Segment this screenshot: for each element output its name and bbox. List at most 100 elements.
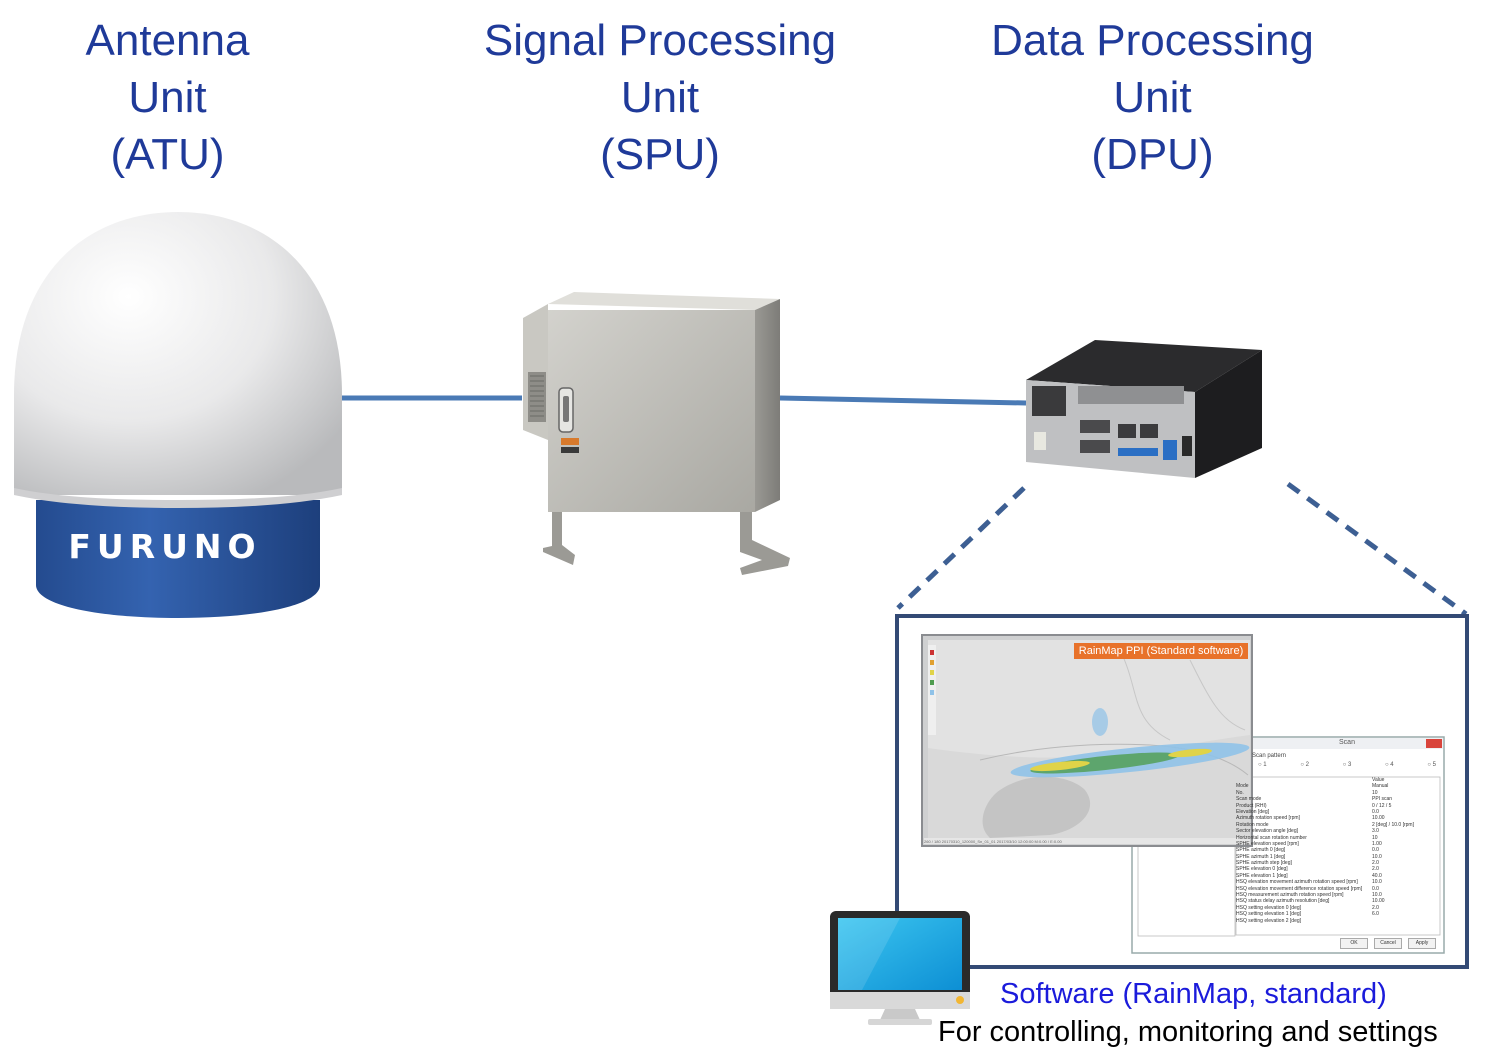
scan-table-row[interactable]: Product (RHI)0 / 12 / 5 <box>1236 803 1438 809</box>
scan-param-value: Manual <box>1372 783 1389 790</box>
atu-title-line-1: Antenna <box>85 16 250 65</box>
atu-title-line-2: Unit <box>128 73 207 122</box>
scan-param-name: Scan mode <box>1236 796 1262 803</box>
spu-title-line-1: Signal Processing <box>483 16 837 65</box>
scan-pattern-radio[interactable]: ○ 4 <box>1384 762 1394 768</box>
scan-param-name: Horizontal scan rotation number <box>1236 834 1307 841</box>
scan-param-name: SPHE elevation 0 [deg] <box>1236 866 1288 873</box>
scan-pattern-radios: ○ 1 ○ 2 ○ 3 ○ 4 ○ 5 <box>1258 762 1436 768</box>
scan-table-row[interactable]: SPHE azimuth step [deg] 2.0 <box>1236 860 1438 866</box>
scan-param-value: 0 / 12 / 5 <box>1372 802 1392 809</box>
scan-table-row[interactable]: HSQ setting elevation 2 [deg] <box>1236 918 1438 924</box>
atu-title-line-3: (ATU) <box>110 130 225 179</box>
scan-table-row[interactable]: HSQ setting elevation 0 [deg] 2.0 <box>1236 905 1438 911</box>
scan-param-name: Mode <box>1236 783 1249 790</box>
scan-param-value: 10 <box>1372 789 1378 796</box>
scan-param-value: 10.0 <box>1372 853 1382 860</box>
scan-table-row[interactable]: SPHE elevation speed [rpm] 1.00 <box>1236 841 1438 847</box>
cancel-button[interactable]: Cancel <box>1374 938 1402 949</box>
scan-param-value: 2.0 <box>1372 860 1379 867</box>
scan-close-button[interactable] <box>1426 739 1442 748</box>
scan-table-row[interactable]: SPHE elevation 1 [deg]40.0 <box>1236 873 1438 879</box>
ok-button[interactable]: OK <box>1340 938 1368 949</box>
scan-param-value: 0.0 <box>1372 808 1379 815</box>
scan-pattern-radio[interactable]: ○ 3 <box>1342 762 1352 768</box>
scan-param-value: 10 <box>1372 834 1378 841</box>
scan-table-row[interactable]: HSQ elevation movement difference rotati… <box>1236 886 1438 892</box>
signal-processing-cabinet-icon <box>523 292 790 575</box>
scan-param-name: No. <box>1236 789 1244 796</box>
scan-param-value: PPI scan <box>1372 796 1393 803</box>
rainmap-window-title: RainMap PPI (Standard software) <box>1074 643 1248 659</box>
dpu-title: Data Processing Unit (DPU) <box>945 12 1360 183</box>
scan-param-name: Rotation mode <box>1236 821 1269 828</box>
scan-param-name: Sector elevation angle [deg] <box>1236 828 1298 835</box>
spu-title: Signal Processing Unit (SPU) <box>445 12 875 183</box>
scan-param-name: HSQ setting elevation 2 [deg] <box>1236 917 1302 924</box>
dpu-title-line-1: Data Processing <box>991 16 1314 65</box>
spu-title-line-3: (SPU) <box>600 130 720 179</box>
scan-pattern-radio[interactable]: ○ 5 <box>1427 762 1436 768</box>
scan-param-name: HSQ status delay azimuth resolution [deg… <box>1236 898 1330 905</box>
scan-table-row[interactable]: HSQ elevation movement azimuth rotation … <box>1236 879 1438 885</box>
dpu-title-line-2: Unit <box>1113 73 1192 122</box>
scan-table-row[interactable]: Horizontal scan rotation number 10 <box>1236 835 1438 841</box>
atu-title: Antenna Unit (ATU) <box>40 12 295 183</box>
scan-param-value: 1.00 <box>1372 840 1382 847</box>
rainmap-ppi-window <box>921 634 1253 847</box>
scan-table-row[interactable]: SPHE azimuth 1 [deg] 10.0 <box>1236 854 1438 860</box>
scan-table-row[interactable]: No. 10 <box>1236 790 1438 796</box>
apply-button[interactable]: Apply <box>1408 938 1436 949</box>
spu-dpu-link <box>779 395 1027 406</box>
dpu-title-line-3: (DPU) <box>1091 130 1214 179</box>
scan-param-name: HSQ elevation movement difference rotati… <box>1236 885 1363 892</box>
scan-table-row[interactable]: HSQ measurement azimuth rotation speed [… <box>1236 892 1438 898</box>
scan-buttons: OK Cancel Apply <box>1340 938 1436 949</box>
zoom-dashed-line-left <box>896 486 1026 610</box>
scan-pattern-radio[interactable]: ○ 2 <box>1300 762 1309 768</box>
zoom-dashed-line-right <box>1286 481 1468 617</box>
scan-param-value: 2.0 <box>1372 904 1379 911</box>
spu-title-line-2: Unit <box>620 73 700 122</box>
scan-table-row[interactable]: SPHE azimuth 0 [deg] 0.0 <box>1236 847 1438 853</box>
scan-param-value: 0.0 <box>1372 847 1379 854</box>
scan-param-value: 10.00 <box>1372 815 1385 822</box>
scan-table-header: Value <box>1236 777 1438 783</box>
scan-param-value: 2.0 <box>1372 866 1379 873</box>
software-description: For controlling, monitoring and settings <box>938 1016 1438 1048</box>
scan-table-row[interactable]: SPHE elevation 0 [deg] 2.0 <box>1236 866 1438 872</box>
scan-param-value: 0.0 <box>1372 885 1379 892</box>
scan-col-value: Value <box>1372 777 1385 783</box>
scan-table-row[interactable]: HSQ setting elevation 1 [deg] 6.0 <box>1236 911 1438 917</box>
scan-param-name: HSQ measurement azimuth rotation speed [… <box>1236 892 1344 899</box>
scan-param-name: HSQ setting elevation 0 [deg] <box>1236 904 1302 911</box>
scan-pattern-radio[interactable]: ○ 1 <box>1258 762 1267 768</box>
scan-param-name: SPHE azimuth 1 [deg] <box>1236 853 1286 860</box>
antenna-radome-icon <box>14 212 342 618</box>
scan-param-name: Azimuth rotation speed [rpm] <box>1236 815 1300 822</box>
scan-table-row[interactable]: Azimuth rotation speed [rpm] 10.00 <box>1236 815 1438 821</box>
scan-table-row[interactable]: Elevation [deg]0.0 <box>1236 809 1438 815</box>
scan-param-value: 40.0 <box>1372 872 1382 879</box>
scan-param-value: 3.0 <box>1372 828 1379 835</box>
data-processing-pc-icon <box>1026 340 1262 478</box>
rainmap-status-bar: 260 / 180 20170310_120000_Sn_01_01 2017/… <box>924 839 1062 844</box>
scan-param-name: SPHE azimuth step [deg] <box>1236 860 1292 867</box>
scan-table-row[interactable]: HSQ status delay azimuth resolution [deg… <box>1236 898 1438 904</box>
software-caption: Software (RainMap, standard) <box>1000 978 1387 1010</box>
scan-param-value: 10.00 <box>1372 898 1385 905</box>
scan-param-name: SPHE azimuth 0 [deg] <box>1236 847 1286 854</box>
scan-table-row[interactable]: Mode Manual <box>1236 783 1438 789</box>
scan-param-name: SPHE elevation speed [rpm] <box>1236 840 1299 847</box>
scan-param-value: 10.0 <box>1372 879 1382 886</box>
scan-param-value: 6.0 <box>1372 911 1379 918</box>
monitor-icon <box>830 911 970 1025</box>
scan-table-row[interactable]: Sector elevation angle [deg] 3.0 <box>1236 828 1438 834</box>
scan-param-value: 10.0 <box>1372 892 1382 899</box>
scan-pattern-label: Scan pattern <box>1252 753 1287 759</box>
scan-param-name: HSQ setting elevation 1 [deg] <box>1236 911 1302 918</box>
scan-table-row[interactable]: Scan mode PPI scan <box>1236 796 1438 802</box>
